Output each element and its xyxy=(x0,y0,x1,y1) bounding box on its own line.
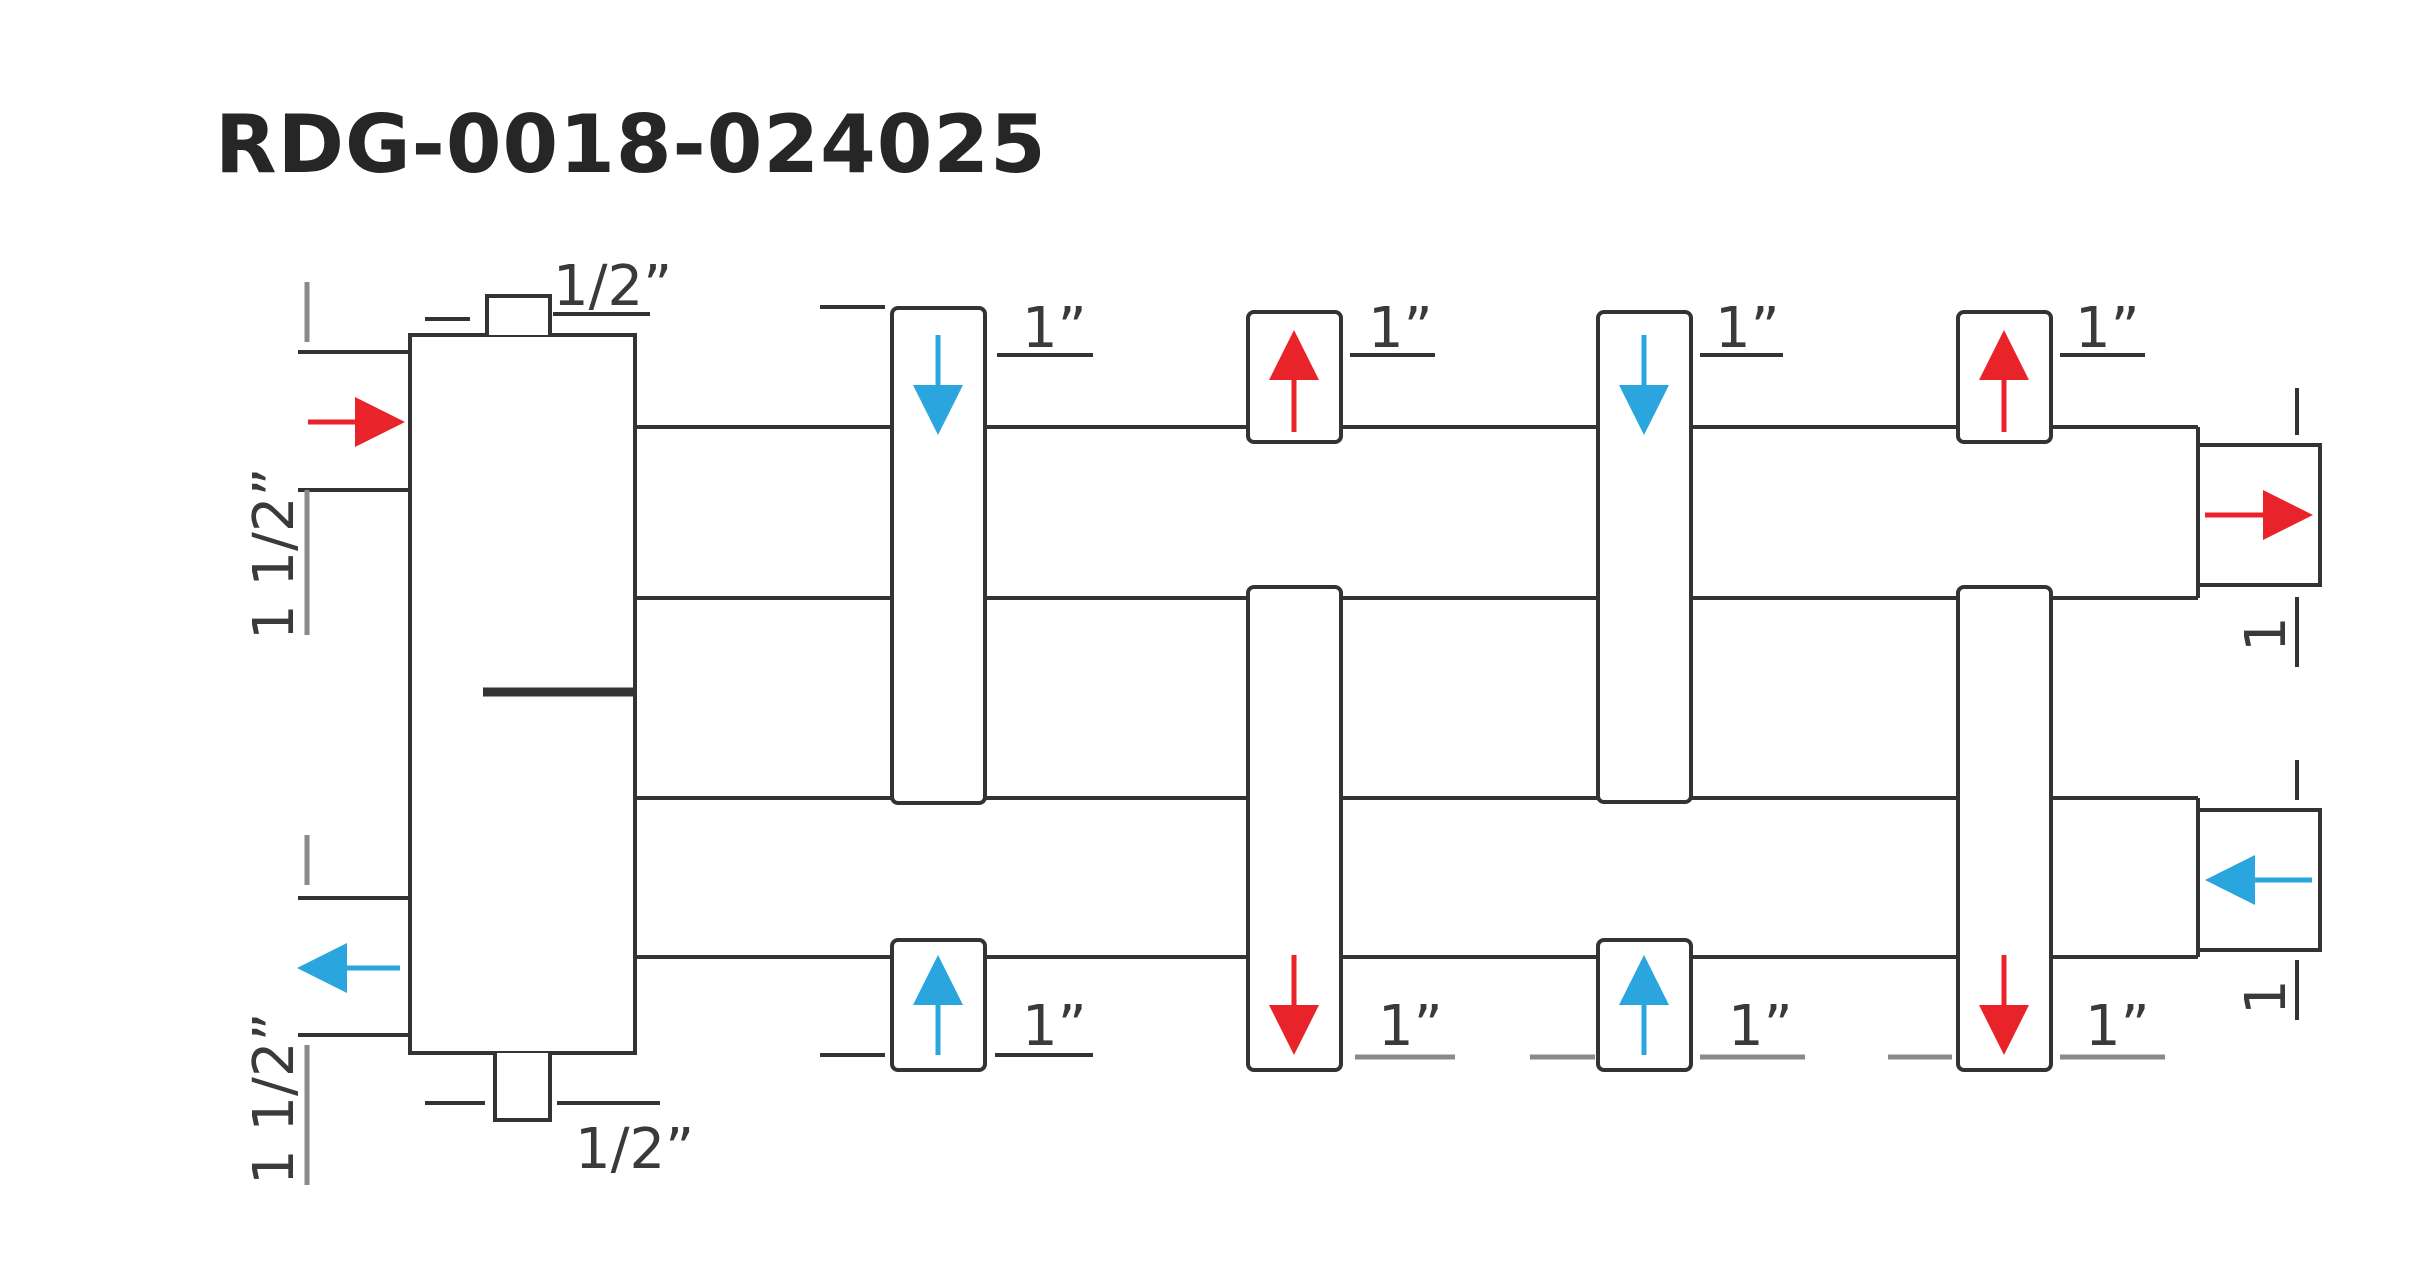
label-left-top: 1 1/2ˮ xyxy=(242,467,307,640)
label-right-bottom: 1 xyxy=(2234,979,2299,1015)
label-bottom-4: 1ˮ xyxy=(2085,994,2150,1059)
separator-top-port xyxy=(485,294,552,335)
label-bottom-1: 1ˮ xyxy=(1022,994,1087,1059)
diagram-title: RDG-0018-024025 xyxy=(215,98,1047,191)
label-top-2: 1ˮ xyxy=(1368,296,1433,361)
label-bottom-2: 1ˮ xyxy=(1378,994,1443,1059)
dimension-lines xyxy=(304,282,2299,1185)
label-bottom-3: 1ˮ xyxy=(1728,994,1793,1059)
label-left-bottom: 1 1/2ˮ xyxy=(242,1012,307,1185)
label-top-4: 1ˮ xyxy=(2075,296,2140,361)
label-right-top: 1 xyxy=(2234,616,2299,652)
label-top-1: 1ˮ xyxy=(1022,296,1087,361)
label-top-3: 1ˮ xyxy=(1715,296,1780,361)
separator-bottom-port xyxy=(493,1053,552,1122)
label-sep-top: 1/2ˮ xyxy=(553,254,672,319)
circuit-4-return-branch xyxy=(1956,585,2053,1072)
circuit-2-return-branch xyxy=(1246,585,1343,1072)
label-sep-bottom: 1/2ˮ xyxy=(575,1117,694,1182)
